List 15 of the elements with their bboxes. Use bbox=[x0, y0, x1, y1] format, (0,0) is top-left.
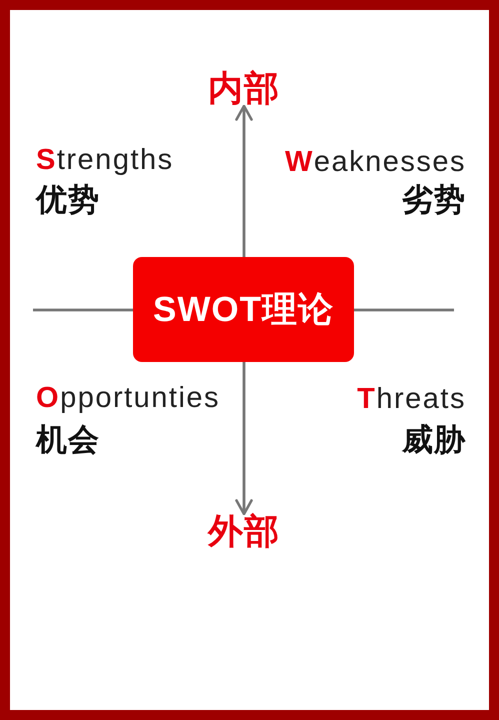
section-heading: 外部 bbox=[208, 514, 280, 549]
quadrant-title: Weaknesses bbox=[284, 148, 466, 177]
section-heading: 内部 bbox=[208, 71, 280, 106]
quadrant-subtitle: 威胁 bbox=[402, 424, 466, 455]
arrow bbox=[235, 104, 253, 257]
quadrant-subtitle: 优势 bbox=[36, 184, 100, 215]
quadrant-title: Opportunties bbox=[36, 384, 220, 413]
quadrant-subtitle: 劣势 bbox=[402, 184, 466, 215]
quadrant-title: Threats bbox=[357, 385, 466, 414]
axis-line bbox=[354, 308, 454, 312]
quadrant-title: Strengths bbox=[36, 146, 174, 175]
arrow bbox=[235, 362, 253, 516]
quadrant-subtitle: 机会 bbox=[36, 424, 100, 455]
topic-box: SWOT理论 bbox=[133, 257, 354, 362]
axis-line bbox=[33, 308, 133, 312]
